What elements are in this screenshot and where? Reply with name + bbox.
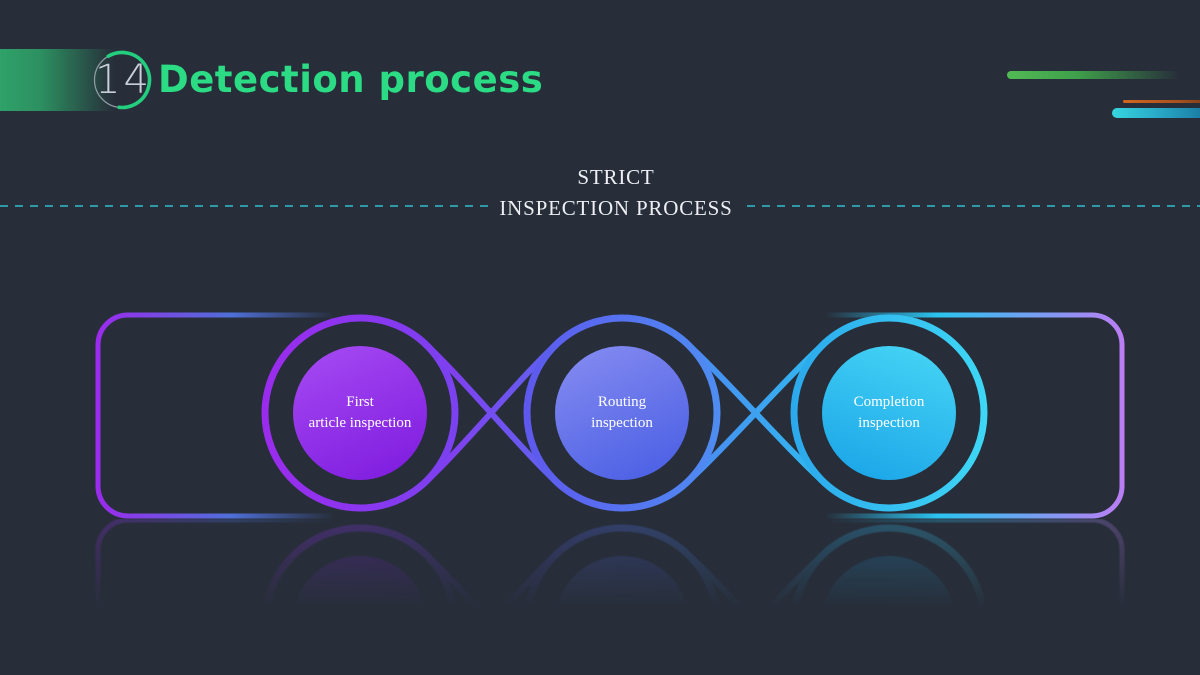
step-1-ring (261, 524, 459, 619)
step-1-ring (261, 314, 459, 512)
step-3-circle: Completion inspection (822, 346, 956, 480)
ribbon-cross-1b (418, 547, 564, 619)
step-2-label-line-2: inspection (591, 605, 653, 619)
orange-line-decoration (1123, 100, 1200, 103)
step-2-label-line-1: Routing (597, 394, 647, 410)
step-1-label: First article inspection (309, 392, 412, 434)
ring-green-arc (92, 50, 152, 110)
step-2-circle: Routing inspection (555, 346, 689, 480)
step-3-ring (790, 524, 988, 619)
step-1-label-line-2: article inspection (308, 605, 412, 619)
dashed-rule-right (747, 205, 1200, 207)
slide-title: Detection process (158, 58, 544, 101)
step-3-ring (790, 314, 988, 512)
ribbon-cross-2a (680, 547, 831, 619)
step-1-label-line-2: article inspection (308, 415, 412, 431)
step-3-label: Completion inspection (854, 392, 925, 434)
page-number: 14 (95, 57, 152, 103)
diagram-reflection-inner: First article inspection Routing inspect… (0, 519, 1200, 619)
step-1-circle: First article inspection (293, 346, 427, 480)
step-3-label-line-1: Completion (853, 394, 925, 410)
step-2-ring (523, 524, 721, 619)
page-number-ring-icon (92, 50, 152, 110)
step-3-label-line-2: inspection (858, 415, 920, 431)
step-2-ring (523, 314, 721, 512)
step-1-label-line-1: First (346, 394, 374, 410)
rounded-frame (95, 312, 1125, 519)
step-2-label-line-2: inspection (591, 415, 653, 431)
diagram-reflection: First article inspection Routing inspect… (0, 519, 1200, 619)
dashed-rule-left (0, 205, 494, 207)
cyan-line-decoration (1112, 108, 1200, 118)
step-3-label: Completion inspection (854, 602, 925, 619)
ribbon-cross-1a (418, 547, 564, 619)
process-ribbon-graphic (95, 519, 1125, 619)
subtitle-line-2: INSPECTION PROCESS (499, 196, 733, 220)
step-2-label: Routing inspection (591, 602, 653, 619)
header-accent-bar (0, 49, 118, 111)
process-diagram: First article inspection Routing inspect… (0, 519, 1200, 619)
step-1-label: First article inspection (309, 602, 412, 619)
step-2-label: Routing inspection (591, 392, 653, 434)
green-line-decoration (1007, 71, 1179, 79)
step-3-label-line-2: inspection (858, 605, 920, 619)
section-subtitle: STRICT INSPECTION PROCESS (16, 162, 1200, 224)
subtitle-line-1: STRICT (577, 165, 655, 189)
ribbon-cross-2b (680, 547, 831, 619)
rounded-frame (95, 519, 1125, 619)
